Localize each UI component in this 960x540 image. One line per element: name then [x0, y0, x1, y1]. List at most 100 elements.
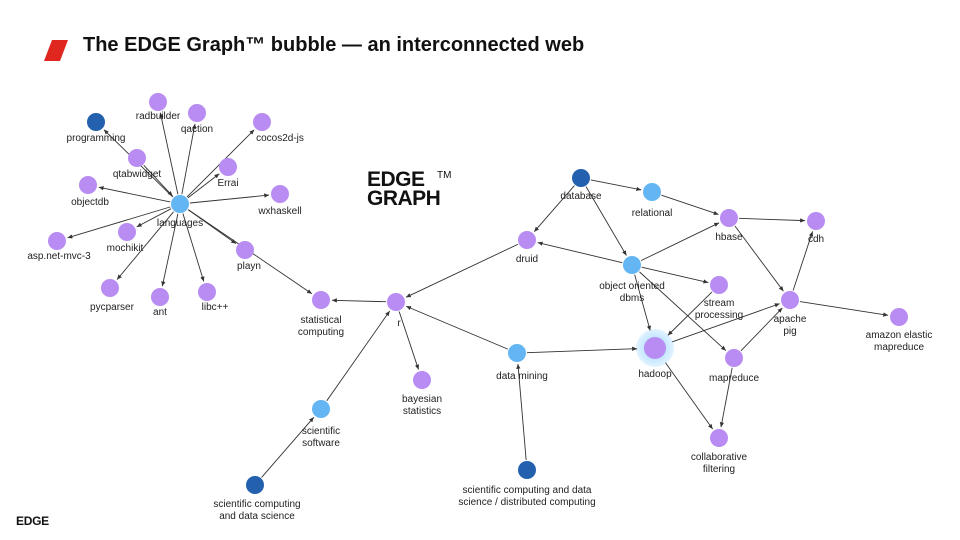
node-circle-collab[interactable] — [710, 429, 728, 447]
node-circle-radbuilder[interactable] — [149, 93, 167, 111]
node-circle-druid[interactable] — [518, 231, 536, 249]
node-hbase[interactable]: hbase — [715, 209, 743, 243]
node-circle-scidist[interactable] — [518, 461, 536, 479]
node-circle-playn[interactable] — [236, 241, 254, 259]
brand-accent-slash — [44, 40, 68, 61]
node-label-qaction: qaction — [181, 124, 213, 135]
node-label-libc: libc++ — [202, 302, 229, 313]
node-circle-programming[interactable] — [87, 113, 105, 131]
node-circle-libc[interactable] — [198, 283, 216, 301]
edge-scicomp-to-scisoft — [261, 417, 315, 478]
node-circle-database[interactable] — [572, 169, 590, 187]
edge-oodbms-to-hadoop — [634, 274, 651, 331]
node-circle-qaction[interactable] — [188, 104, 206, 122]
node-label-wxhaskell: wxhaskell — [257, 206, 301, 217]
edge-languages-to-radbuilder — [159, 112, 179, 195]
edge-oodbms-to-hbase — [640, 222, 720, 262]
edge-languages-to-mochikit — [136, 208, 172, 228]
node-qtabwidget[interactable]: qtabwidget — [113, 149, 162, 180]
node-circle-pycparser[interactable] — [101, 279, 119, 297]
node-circle-oodbms[interactable] — [623, 256, 641, 274]
node-mochikit[interactable]: mochikit — [107, 223, 144, 254]
node-circle-r[interactable] — [387, 293, 405, 311]
node-aspnet[interactable]: asp.net-mvc-3 — [27, 232, 91, 262]
edge-hadoop-to-collab — [665, 362, 713, 430]
node-circle-scisoft[interactable] — [312, 400, 330, 418]
node-circle-mapreduce[interactable] — [725, 349, 743, 367]
node-playn[interactable]: playn — [236, 241, 261, 272]
node-database[interactable]: database — [560, 169, 602, 202]
node-radbuilder[interactable]: radbuilder — [136, 93, 181, 122]
node-circle-hbase[interactable] — [720, 209, 738, 227]
node-r[interactable]: r — [387, 293, 405, 329]
edge-r-to-bayesian — [398, 311, 420, 370]
node-druid[interactable]: druid — [516, 231, 538, 265]
node-label-cdh: cdh — [808, 234, 824, 245]
node-circle-statcomp[interactable] — [312, 291, 330, 309]
node-label-datamining: data mining — [496, 371, 548, 382]
node-hadoop[interactable]: hadoop — [636, 329, 674, 380]
node-circle-errai[interactable] — [219, 158, 237, 176]
node-circle-datamining[interactable] — [508, 344, 526, 362]
edge-languages-to-objectdb — [98, 186, 171, 203]
node-relational[interactable]: relational — [632, 183, 673, 219]
node-errai[interactable]: Errai — [217, 158, 239, 189]
edge-hbase-to-cdh — [738, 217, 806, 223]
node-circle-amazon[interactable] — [890, 308, 908, 326]
node-circle-languages[interactable] — [171, 195, 189, 213]
edge-relational-to-hbase — [661, 194, 719, 215]
node-circle-relational[interactable] — [643, 183, 661, 201]
node-circle-mochikit[interactable] — [118, 223, 136, 241]
node-libc[interactable]: libc++ — [198, 283, 229, 313]
node-objectdb[interactable]: objectdb — [71, 176, 109, 208]
edge-qtabwidget-to-languages — [143, 164, 173, 197]
edge-database-to-relational — [590, 179, 642, 192]
node-label-database: database — [560, 191, 602, 202]
edge-database-to-oodbms — [585, 186, 627, 256]
node-circle-apachepig[interactable] — [781, 291, 799, 309]
node-qaction[interactable]: qaction — [181, 104, 213, 135]
node-circle-scicomp[interactable] — [246, 476, 264, 494]
node-ant[interactable]: ant — [151, 288, 169, 318]
node-circle-aspnet[interactable] — [48, 232, 66, 250]
node-circle-bayesian[interactable] — [413, 371, 431, 389]
node-cocos2d[interactable]: cocos2d-js — [253, 113, 304, 144]
edge-graph-logo: EDGE GRAPH — [367, 169, 441, 209]
node-circle-hadoop[interactable] — [644, 337, 666, 359]
node-programming[interactable]: programming — [67, 113, 126, 144]
node-cdh[interactable]: cdh — [807, 212, 825, 245]
edge-languages-to-pycparser — [116, 211, 174, 280]
node-label-playn: playn — [237, 261, 261, 272]
edge-scidist-to-datamining — [516, 363, 527, 461]
node-circle-stream[interactable] — [710, 276, 728, 294]
node-circle-cdh[interactable] — [807, 212, 825, 230]
node-languages[interactable]: languages — [157, 195, 203, 229]
node-datamining[interactable]: data mining — [496, 344, 548, 382]
node-circle-objectdb[interactable] — [79, 176, 97, 194]
node-mapreduce[interactable]: mapreduce — [709, 349, 759, 384]
node-circle-cocos2d[interactable] — [253, 113, 271, 131]
node-circle-wxhaskell[interactable] — [271, 185, 289, 203]
edge-hadoop-to-apachepig — [671, 303, 780, 343]
node-wxhaskell[interactable]: wxhaskell — [257, 185, 302, 217]
node-label-hadoop: hadoop — [638, 369, 672, 380]
edge-languages-to-errai — [187, 173, 220, 199]
edge-scisoft-to-r — [326, 310, 391, 402]
node-circle-qtabwidget[interactable] — [128, 149, 146, 167]
node-pycparser[interactable]: pycparser — [90, 279, 135, 313]
node-circle-ant[interactable] — [151, 288, 169, 306]
